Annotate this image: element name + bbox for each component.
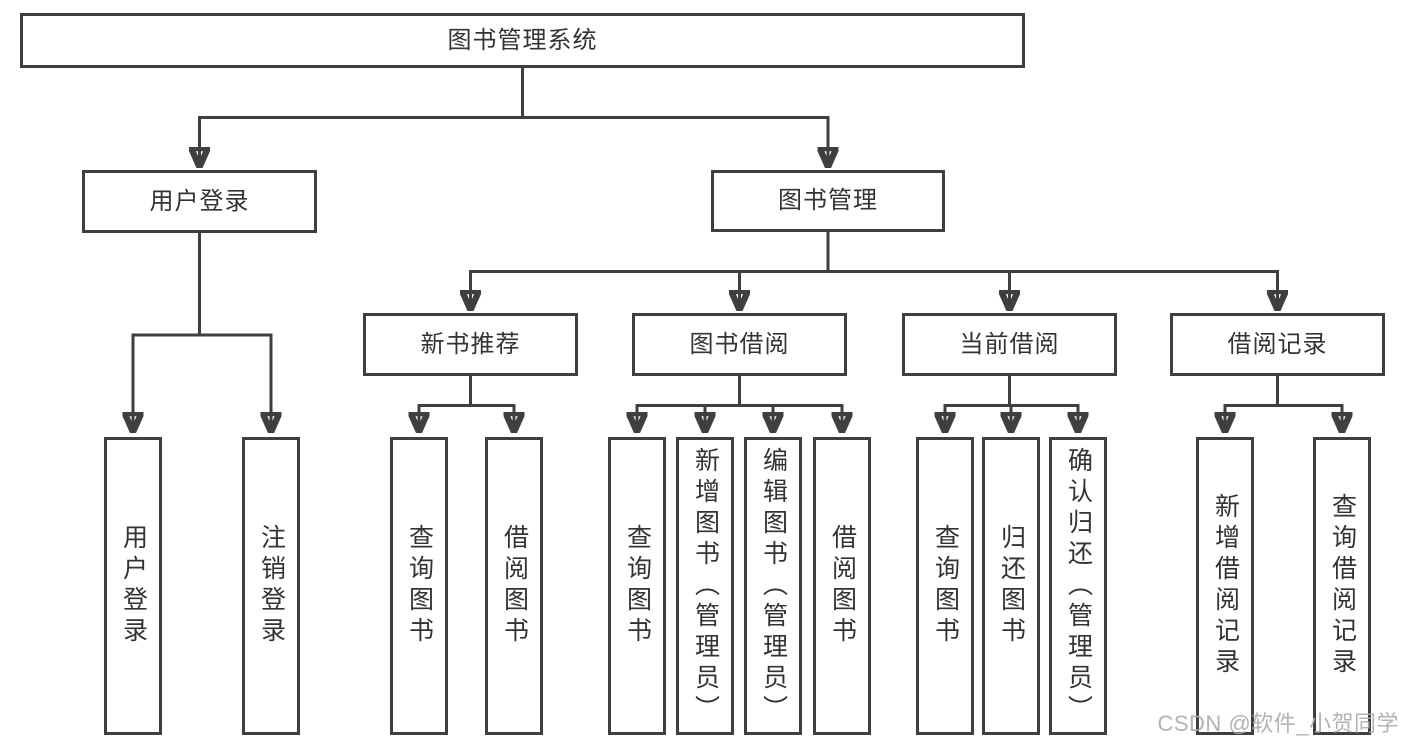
leaf-bb-borrow-books: 借阅图书 bbox=[813, 437, 871, 735]
leaf-cb-confirm-return-admin: 确认归还（管理员） bbox=[1049, 437, 1107, 735]
leaf-user-login: 用户登录 bbox=[104, 437, 162, 735]
leaf-bb-add-books-admin: 新增图书（管理员） bbox=[676, 437, 734, 735]
node-user-login: 用户登录 bbox=[82, 170, 317, 233]
node-current-borrowing: 当前借阅 bbox=[902, 313, 1117, 376]
node-book-borrowing: 图书借阅 bbox=[632, 313, 847, 376]
leaf-logout: 注销登录 bbox=[242, 437, 300, 735]
leaf-cb-return-books: 归还图书 bbox=[982, 437, 1040, 735]
node-borrowing-records: 借阅记录 bbox=[1170, 313, 1385, 376]
leaf-cb-query-books: 查询图书 bbox=[916, 437, 974, 735]
node-book-management: 图书管理 bbox=[711, 170, 945, 232]
node-library-management-system: 图书管理系统 bbox=[20, 13, 1025, 68]
leaf-br-add-record: 新增借阅记录 bbox=[1196, 437, 1254, 735]
leaf-nbr-query-books: 查询图书 bbox=[390, 437, 448, 735]
leaf-bb-query-books: 查询图书 bbox=[608, 437, 666, 735]
leaf-br-query-record: 查询借阅记录 bbox=[1313, 437, 1371, 735]
node-new-book-recommendation: 新书推荐 bbox=[363, 313, 578, 376]
leaf-bb-edit-books-admin: 编辑图书（管理员） bbox=[744, 437, 802, 735]
leaf-nbr-borrow-books: 借阅图书 bbox=[485, 437, 543, 735]
